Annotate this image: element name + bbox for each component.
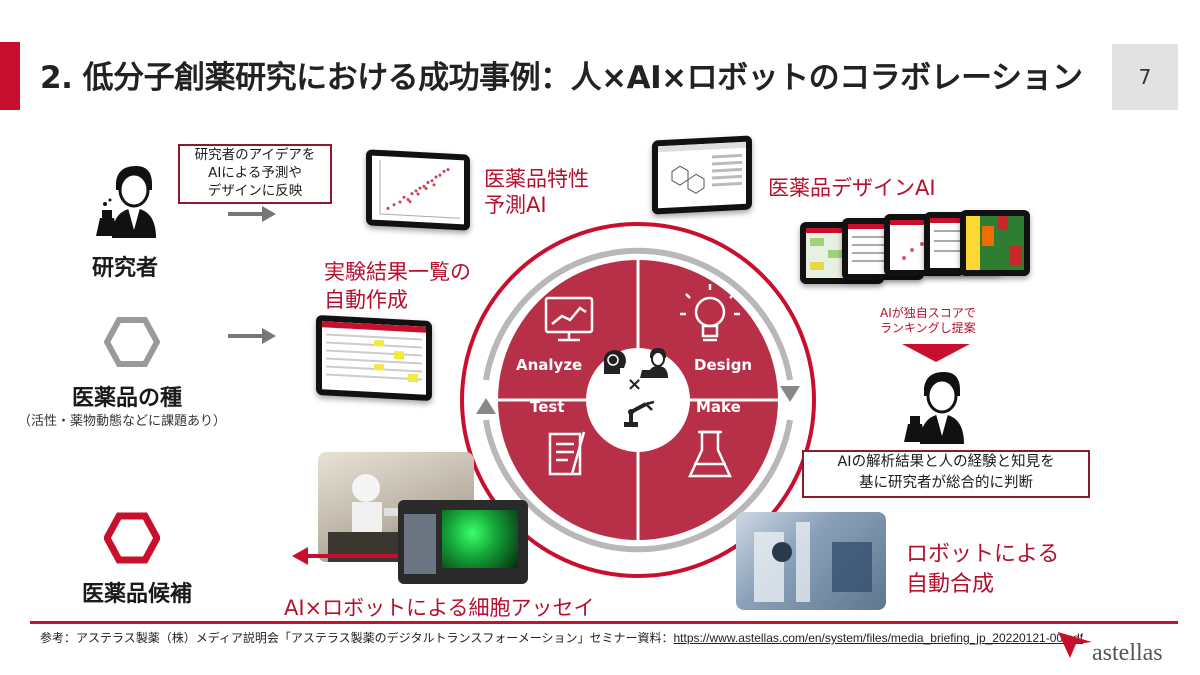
astellas-logo-text: astellas: [1092, 640, 1163, 666]
cell-assay-label: AI×ロボットによる細胞アッセイ: [284, 596, 595, 620]
footer-rule: [30, 621, 1178, 624]
cycle-make: Make: [696, 398, 741, 416]
cycle-design: Design: [694, 356, 753, 374]
reference-prefix: 参考：アステラス製薬（株）メディア説明会「アステラス製薬のデジタルトランスフォー…: [40, 631, 674, 645]
reference-text: 参考：アステラス製薬（株）メディア説明会「アステラス製薬のデジタルトランスフォー…: [40, 629, 1083, 646]
robot-synthesis-photo: [736, 512, 886, 610]
hexagon-outline-icon: [104, 317, 160, 367]
idea-box: 研究者のアイデアを AIによる予測や デザインに反映: [178, 144, 332, 204]
brain-head-icon: [603, 350, 626, 374]
reference-link[interactable]: https://www.astellas.com/en/system/files…: [673, 631, 1084, 645]
small-researcher-icon: [640, 348, 668, 378]
hexagon-candidate-icon: [104, 512, 160, 564]
robot-synthesis-label: ロボットによる 自動合成: [906, 542, 1060, 597]
ai-ranking-label: AIが独自スコアで ランキングし提案: [880, 306, 976, 335]
down-triangle-icon: [902, 344, 970, 362]
auto-list-label: 実験結果一覧の 自動作成: [324, 260, 471, 312]
researcher-icon: [904, 372, 964, 444]
property-ai-label: 医薬品特性 予測AI: [484, 167, 589, 217]
property-ai-screenshot: [366, 149, 470, 231]
lightbulb-icon: [680, 284, 740, 342]
document-pencil-icon: [548, 431, 586, 476]
chart-monitor-icon: [544, 296, 594, 342]
astellas-logo-mark: [1058, 632, 1092, 658]
seed-sublabel: （活性・薬物動態などに課題あり）: [18, 414, 227, 429]
title-accent-bar: [0, 42, 20, 110]
result-list-screenshot: [316, 314, 432, 402]
cycle-test: Test: [530, 398, 565, 416]
cell-image-monitor: [398, 500, 528, 584]
robot-arm-icon: [624, 400, 655, 427]
ranking-screens-stack: [800, 210, 1032, 286]
arrow-left-icon: [292, 547, 398, 565]
times-symbol: ×: [627, 374, 643, 395]
arrow-right-icon: [228, 206, 276, 222]
design-ai-label: 医薬品デザインAI: [768, 176, 936, 200]
researcher-label: 研究者: [92, 256, 159, 281]
arrow-right-icon: [228, 328, 276, 344]
page-number: 7: [1112, 44, 1178, 110]
cycle-analyze: Analyze: [516, 356, 583, 374]
seed-label: 医薬品の種: [72, 386, 183, 411]
judgement-box: AIの解析結果と人の経験と知見を 基に研究者が総合的に判断: [802, 450, 1090, 498]
candidate-label: 医薬品候補: [82, 582, 193, 607]
page-title: 2. 低分子創薬研究における成功事例：人×AI×ロボットのコラボレーション: [40, 60, 1083, 96]
flask-icon: [688, 430, 732, 478]
researcher-icon: [96, 166, 156, 238]
design-ai-screenshot: [652, 135, 752, 215]
